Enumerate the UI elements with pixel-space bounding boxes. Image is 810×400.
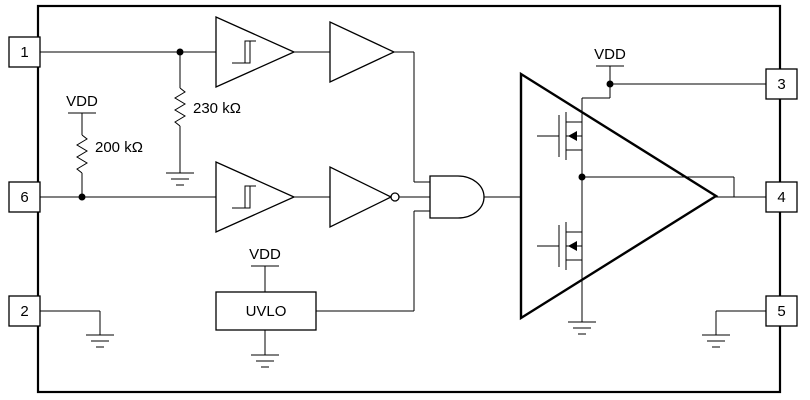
and-gate <box>429 175 485 219</box>
buffer-1 <box>329 20 396 84</box>
output-driver <box>519 71 719 321</box>
wires <box>40 51 780 355</box>
vdd-supply-driver: VDD <box>594 46 626 67</box>
schmitt-trigger-2 <box>215 160 296 234</box>
ground-icon-pin2 <box>86 334 114 348</box>
pin-5: 5 <box>765 295 798 327</box>
svg-text:6: 6 <box>20 189 28 206</box>
pin-1: 1 <box>8 36 41 68</box>
inverter <box>329 165 400 229</box>
pullup-resistor-label: 200 kΩ <box>95 139 143 156</box>
svg-text:VDD: VDD <box>594 46 626 63</box>
package-outline <box>36 4 782 394</box>
svg-text:VDD: VDD <box>66 93 98 110</box>
driver-low-side-fet <box>537 177 583 318</box>
svg-text:3: 3 <box>777 76 785 93</box>
svg-text:1: 1 <box>20 44 28 61</box>
ground-icon-uvlo <box>251 354 279 368</box>
pin-2: 2 <box>8 295 41 327</box>
pulldown-resistor-label: 230 kΩ <box>193 100 241 117</box>
pin-4: 4 <box>765 181 798 213</box>
ground-icon-resistor <box>166 172 194 186</box>
svg-text:5: 5 <box>777 303 785 320</box>
pin-6: 6 <box>8 181 41 213</box>
svg-text:4: 4 <box>777 189 785 206</box>
ground-icon-pin5 <box>702 334 730 348</box>
vdd-supply-pullup: VDD <box>66 93 98 114</box>
driver-high-side-fet <box>537 84 611 177</box>
ground-icon-driver <box>568 321 596 335</box>
svg-text:2: 2 <box>20 303 28 320</box>
uvlo-label: UVLO <box>246 303 287 320</box>
vdd-supply-uvlo: VDD <box>249 246 281 267</box>
uvlo-block: UVLO <box>215 291 317 331</box>
schmitt-trigger-1 <box>215 15 296 89</box>
pin-3: 3 <box>765 68 798 100</box>
svg-text:VDD: VDD <box>249 246 281 263</box>
